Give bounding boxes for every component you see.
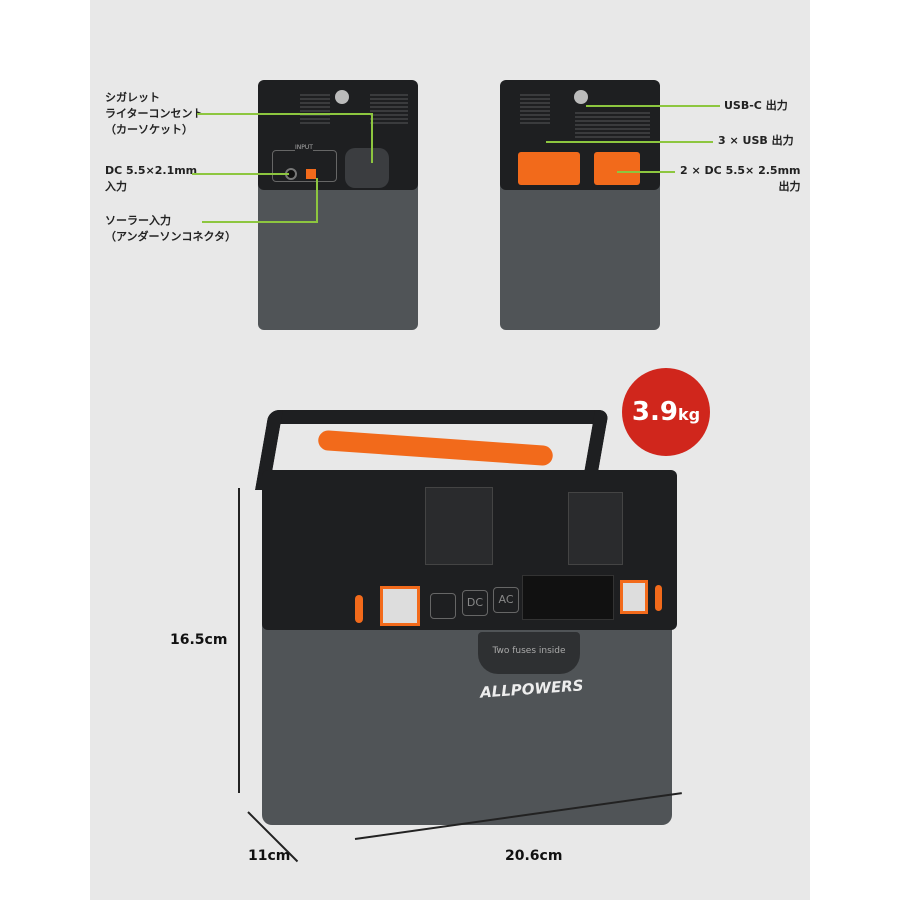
vent (370, 92, 408, 124)
callout-label: シガレット ライターコンセント （カーソケット） (105, 91, 204, 136)
vent (575, 110, 650, 140)
unit-body (500, 165, 660, 330)
callout-line (586, 105, 720, 107)
callout-line (192, 173, 289, 175)
ac-button[interactable]: AC (493, 587, 519, 613)
usb-ports (518, 152, 580, 185)
callout-label: 3 × USB 出力 (718, 134, 794, 147)
vent (300, 92, 330, 124)
handle-knob (335, 90, 349, 104)
unit-body (262, 620, 672, 825)
side-accent (655, 585, 662, 611)
dc-button[interactable]: DC (462, 590, 488, 616)
weight-unit: kg (677, 405, 701, 424)
callout-line (546, 141, 713, 143)
cigarette-socket (345, 148, 389, 188)
dc-output-ports (594, 152, 640, 185)
callout-label: USB-C 出力 (724, 99, 788, 112)
input-label: INPUT (295, 144, 313, 151)
height-dimension-line (238, 488, 240, 793)
input-panel: INPUT (272, 144, 337, 182)
anderson-port (306, 169, 316, 179)
callout-label: DC 5.5×2.1mm 入力 (105, 164, 198, 193)
handle-knob (574, 90, 588, 104)
height-label: 16.5cm (170, 632, 228, 648)
depth-label: 11cm (248, 848, 291, 864)
callout-line (197, 113, 372, 115)
callout-line (202, 221, 318, 223)
led-light (380, 586, 420, 626)
fuse-cover: Two fuses inside (478, 632, 580, 674)
ac-outlet (425, 487, 493, 565)
ac-outlet (568, 492, 623, 565)
unit-body (258, 165, 418, 330)
weight-value: 3.9 (631, 397, 678, 427)
lcd-display (522, 575, 614, 620)
power-button[interactable] (430, 593, 456, 619)
side-accent (355, 595, 363, 623)
callout-line (617, 171, 675, 173)
vent (520, 92, 550, 124)
callout-line (316, 178, 318, 223)
callout-label: ソーラー入力 （アンダーソンコネクタ） (105, 214, 237, 243)
width-label: 20.6cm (505, 848, 563, 864)
led-light (620, 580, 648, 614)
callout-line (371, 113, 373, 163)
callout-label: 2 × DC 5.5× 2.5mm 出力 (680, 164, 801, 193)
weight-badge: 3.9kg (622, 368, 710, 456)
